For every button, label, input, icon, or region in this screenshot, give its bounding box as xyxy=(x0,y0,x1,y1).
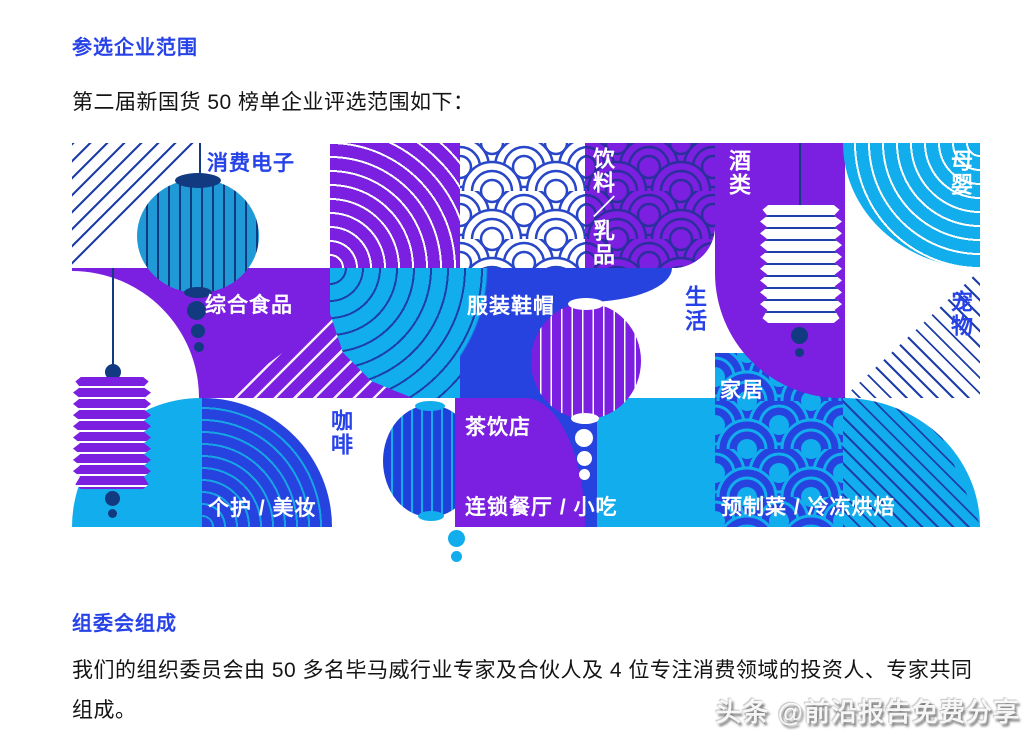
concentric-arcs-pattern xyxy=(202,398,332,527)
category-label-pets: 宠物 xyxy=(948,290,973,338)
intro-paragraph: 第二届新国货 50 榜单企业评选范围如下： xyxy=(72,91,475,114)
category-label-consumer-electronics: 消费电子 xyxy=(207,152,295,175)
seigaiha-wave-pattern xyxy=(460,143,585,268)
concentric-arcs-pattern xyxy=(330,143,460,268)
category-label-apparel: 服装鞋帽 xyxy=(467,295,555,318)
category-label-coffee: 咖啡 xyxy=(328,409,353,457)
accordion-lantern-icon xyxy=(73,377,151,489)
category-label-personal-care-beauty: 个护 / 美妆 xyxy=(208,497,317,520)
category-label-mother-baby: 母婴 xyxy=(948,149,973,197)
category-label-tea-shop: 茶饮店 xyxy=(465,416,531,439)
category-label-alcohol: 酒类 xyxy=(726,149,751,197)
category-label-general-food: 综合食品 xyxy=(205,294,293,317)
section-heading-committee: 组委会组成 xyxy=(72,613,177,635)
watermark-text: 头条 @前沿报告免费分享 xyxy=(715,697,1020,727)
section-heading-scope: 参选企业范围 xyxy=(72,37,198,59)
blue-curved-arm xyxy=(586,268,672,302)
category-label-life: 生活 xyxy=(682,285,707,333)
accordion-lantern-icon xyxy=(760,205,842,323)
category-mosaic-graphic: 消费电子 综合食品 服装鞋帽 饮料／乳品 酒类 母婴 生活 宠物 家居 咖啡 茶… xyxy=(0,143,980,562)
cyan-tile xyxy=(597,398,715,527)
committee-paragraph: 我们的组织委员会由 50 多名毕马威行业专家及合伙人及 4 位专注消费领域的投资… xyxy=(72,659,973,722)
category-label-prepared-frozen-bakery: 预制菜 / 冷冻烘焙 xyxy=(721,496,896,519)
seigaiha-wave-pattern xyxy=(585,143,715,268)
category-label-chain-restaurant-snacks: 连锁餐厅 / 小吃 xyxy=(465,496,618,519)
round-lantern-icon xyxy=(531,303,641,419)
category-label-beverage-dairy: 饮料／乳品 xyxy=(590,147,615,267)
category-label-home: 家居 xyxy=(720,379,764,402)
round-lantern-icon xyxy=(137,179,259,293)
